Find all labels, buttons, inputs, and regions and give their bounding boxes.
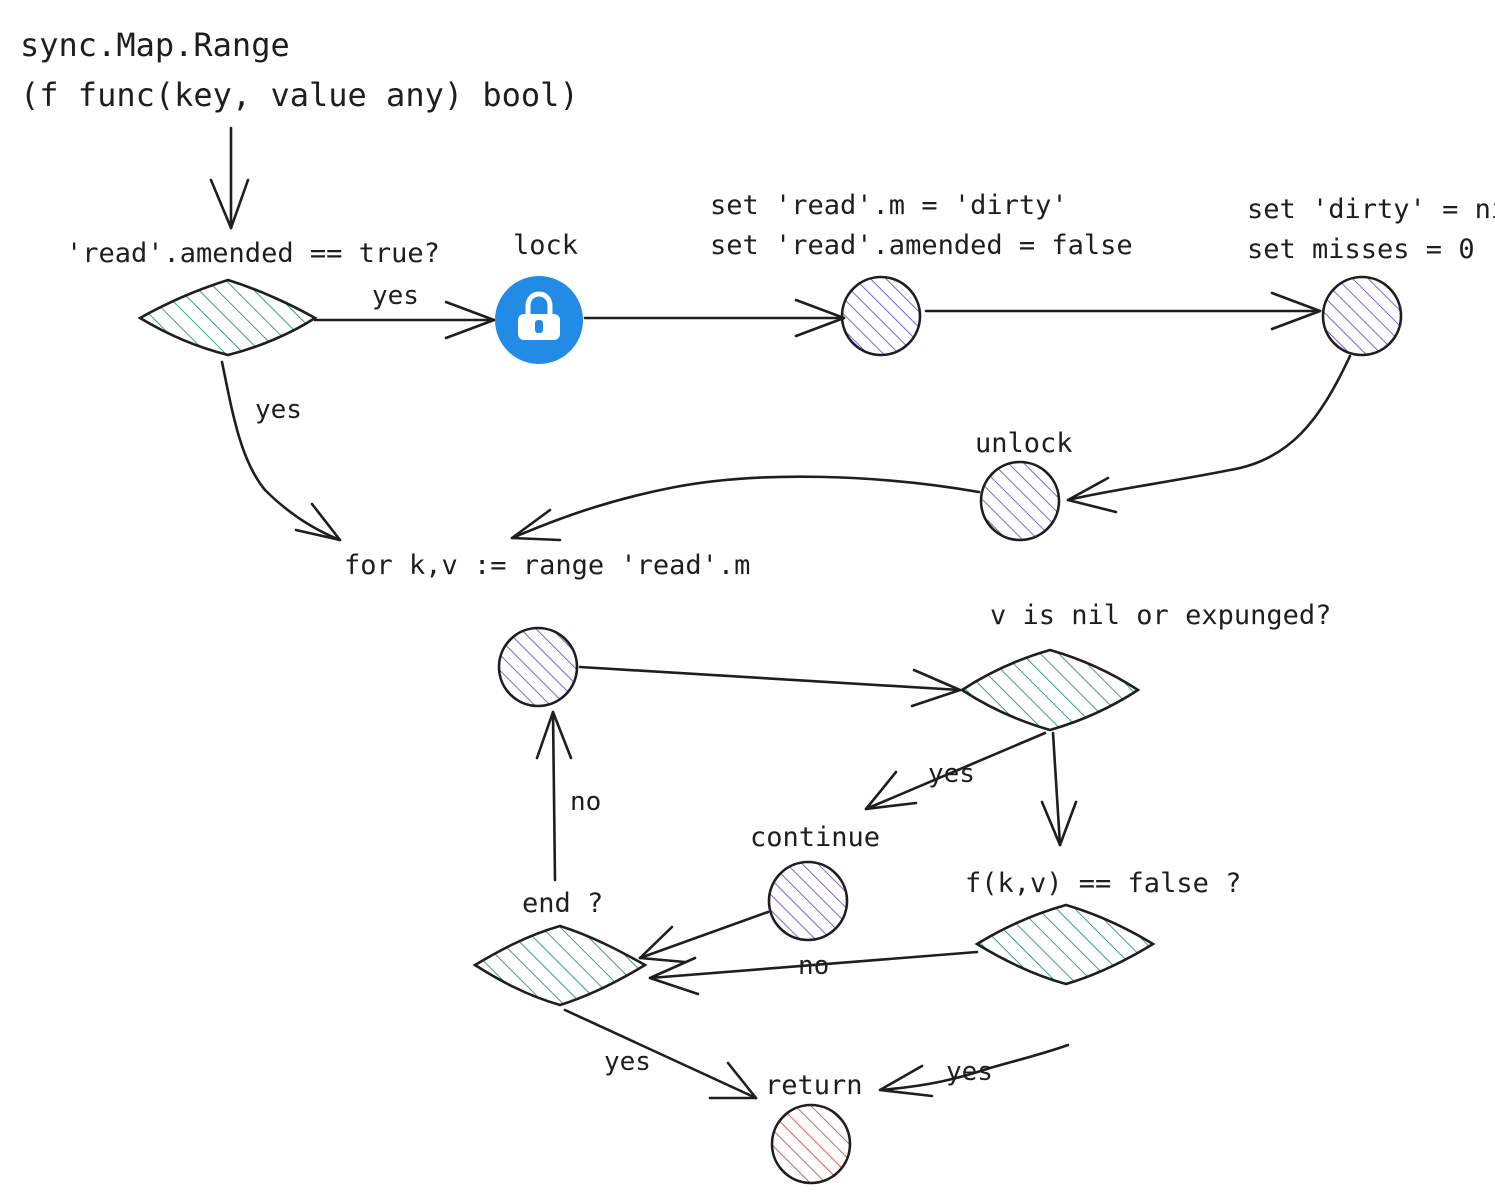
amended-check-label: 'read'.amended == true? [66,238,440,269]
edge-nil-to-continue [864,731,1047,811]
edge-label-yes: yes [928,759,975,789]
edge-label-no: no [798,951,829,981]
nil-check-label: v is nil or expunged? [990,600,1331,631]
unlock-label: unlock [975,428,1073,459]
edge-end-to-return [563,1008,758,1100]
edge-nil-to-f-check [1040,731,1078,847]
lock-icon [518,291,560,340]
set-dirty-label-1: set 'dirty' = nil [1247,194,1495,225]
edge-loop-to-nil-check [578,665,962,708]
continue-label: continue [750,822,880,853]
edge-set-dirty-to-unlock [1066,354,1352,514]
f-check-label: f(k,v) == false ? [965,868,1241,899]
title-line-2: (f func(key, value any) bool) [20,76,579,114]
edge-amended-to-range [220,360,342,542]
set-dirty-node [1321,275,1403,357]
return-label: return [765,1070,863,1101]
edge-label-yes: yes [946,1057,993,1087]
lock-label: lock [513,230,578,261]
return-node [770,1103,852,1185]
f-check-diamond [974,903,1156,986]
set-read-label-2: set 'read'.amended = false [710,230,1133,261]
loop-node [497,626,579,708]
end-check-label: end ? [522,888,603,919]
range-loop-label: for k,v := range 'read'.m [344,550,750,581]
edge-continue-to-end [638,910,770,964]
lock-node [495,276,583,364]
edge-unlock-to-range [510,475,981,542]
edge-set-read-to-set-dirty [924,291,1322,331]
edge-end-to-loop [535,710,573,882]
title-line-1: sync.Map.Range [20,26,290,64]
amended-decision-diamond [137,278,318,357]
edge-f-to-end [648,950,979,996]
edge-title-to-amended [209,126,250,230]
edge-label-no: no [570,787,601,817]
edge-f-to-return [878,1043,1070,1098]
edge-label-yes: yes [604,1047,651,1077]
end-check-diamond [472,924,648,1007]
unlock-node [979,460,1061,542]
nil-check-diamond [959,648,1141,732]
edge-label-yes: yes [255,395,302,425]
set-dirty-label-2: set misses = 0 [1247,234,1475,265]
set-read-node [840,275,922,357]
edge-amended-to-lock [313,300,496,340]
edge-label-yes: yes [372,281,419,311]
set-read-label-1: set 'read'.m = 'dirty' [710,190,1068,221]
continue-node [767,860,849,942]
edge-lock-to-set-read [583,298,846,338]
